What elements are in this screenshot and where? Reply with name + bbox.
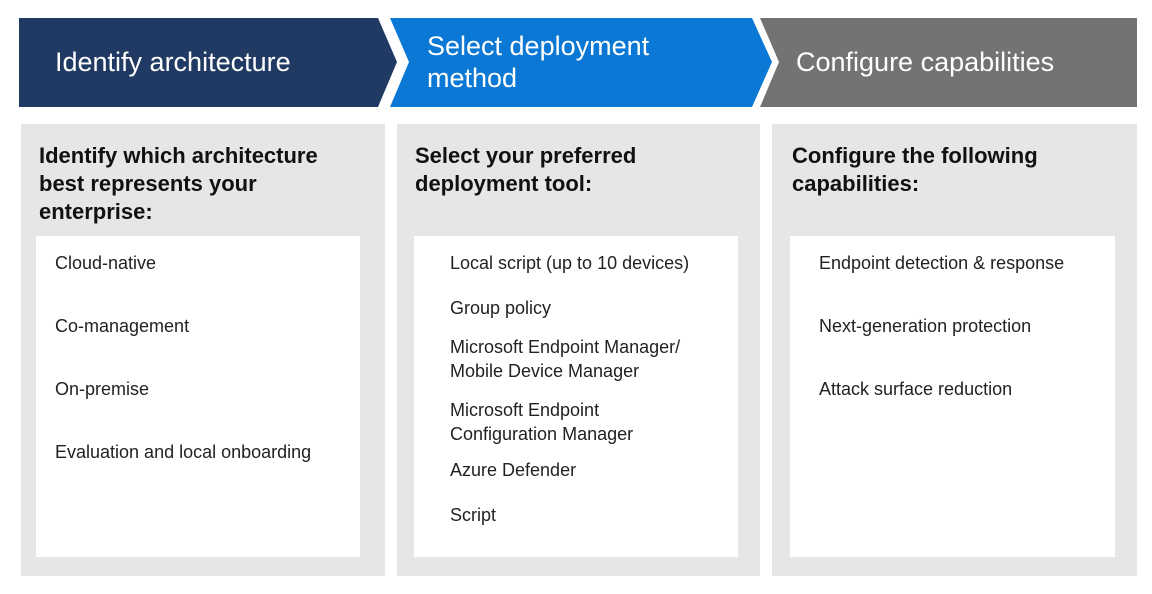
- list-item: Next-generation protection: [819, 316, 1032, 336]
- list-item: Attack surface reduction: [819, 379, 1013, 399]
- list-item: Microsoft Endpoint Manager/ Mobile Devic…: [450, 337, 681, 381]
- step-3-label: Configure capabilities: [796, 47, 1055, 77]
- step-chevrons: [19, 18, 1137, 107]
- list-item: Script: [450, 505, 497, 525]
- list-item: Group policy: [450, 298, 552, 318]
- architecture-panel-title: Identify which architecture best represe…: [39, 143, 318, 224]
- list-item: Evaluation and local onboarding: [55, 442, 312, 462]
- list-item: Azure Defender: [450, 460, 577, 480]
- deployment-panel: Select your preferred deployment tool: L…: [397, 124, 760, 576]
- step-2-label: Select deployment method: [427, 31, 650, 93]
- list-item: Cloud-native: [55, 253, 157, 273]
- list-item: Co-management: [55, 316, 190, 336]
- list-item: Microsoft Endpoint Configuration Manager: [450, 400, 634, 444]
- step-1-label: Identify architecture: [55, 47, 291, 77]
- step-3-chevron: [760, 18, 1137, 107]
- capabilities-list: Endpoint detection & response Next-gener…: [790, 236, 1115, 557]
- step-2-chevron: [390, 18, 772, 107]
- capabilities-panel: Configure the following capabilities: En…: [772, 124, 1137, 576]
- architecture-options-list: Cloud-native Co-management On-premise Ev…: [36, 236, 360, 557]
- capabilities-panel-title: Configure the following capabilities:: [792, 143, 1038, 196]
- architecture-panel: Identify which architecture best represe…: [21, 124, 385, 576]
- list-item: On-premise: [55, 379, 150, 399]
- deployment-panel-title: Select your preferred deployment tool:: [415, 143, 637, 196]
- step-1-chevron: [19, 18, 397, 107]
- deployment-options-list: Local script (up to 10 devices) Group po…: [414, 236, 738, 557]
- list-item: Endpoint detection & response: [819, 253, 1065, 273]
- list-item: Local script (up to 10 devices): [450, 253, 690, 273]
